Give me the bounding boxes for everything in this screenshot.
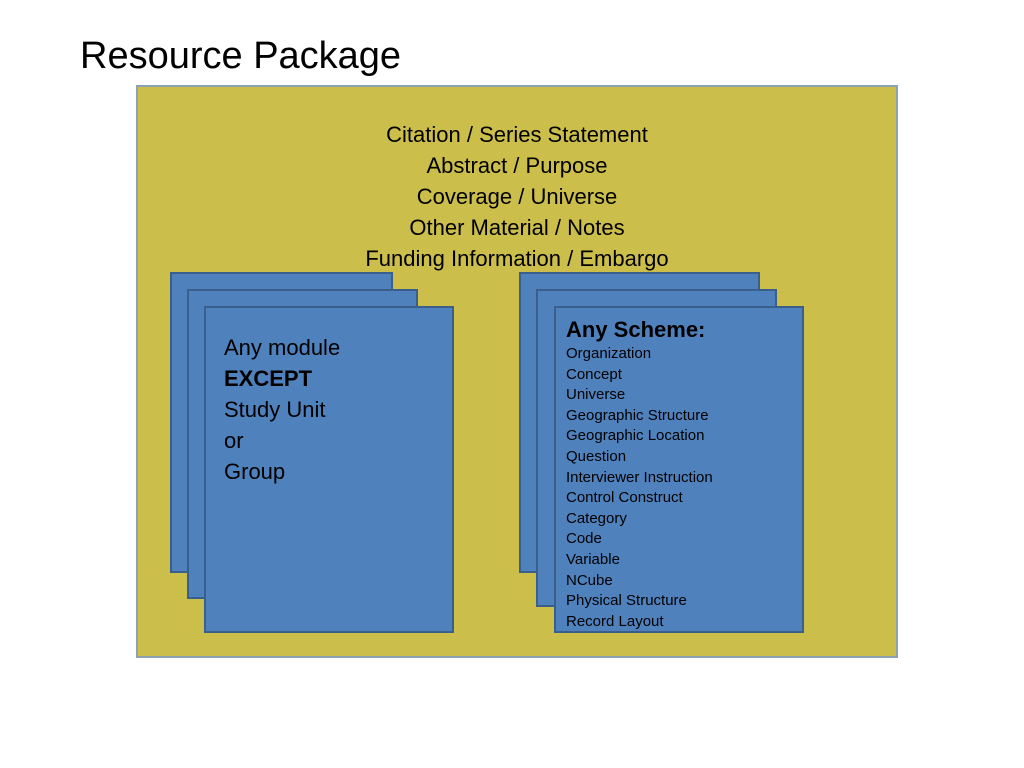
metadata-line: Coverage / Universe — [416, 184, 618, 209]
scheme-list: Organization Concept Universe Geographic… — [566, 344, 713, 632]
scheme-item: Geographic Location — [566, 427, 705, 445]
module-description: Any module EXCEPT Study Unit or Group — [224, 332, 340, 487]
module-page-front: Any module EXCEPT Study Unit or Group — [204, 306, 454, 633]
module-text-except: EXCEPT — [224, 366, 313, 391]
module-text-line: or — [224, 428, 244, 453]
metadata-line: Abstract / Purpose — [426, 153, 608, 178]
metadata-line: Funding Information / Embargo — [365, 246, 669, 271]
scheme-page-front: Any Scheme: Organization Concept Univers… — [554, 306, 804, 633]
scheme-item: Physical Structure — [566, 592, 687, 610]
scheme-item: Interviewer Instruction — [566, 468, 713, 486]
slide-title: Resource Package — [80, 35, 402, 77]
scheme-item: Control Construct — [566, 489, 683, 507]
metadata-line: Other Material / Notes — [409, 215, 625, 240]
scheme-item: NCube — [566, 571, 613, 589]
scheme-item: Record Layout — [566, 612, 664, 630]
scheme-item: Variable — [566, 550, 620, 568]
scheme-item: Category — [566, 509, 627, 527]
package-metadata-list: Citation / Series Statement Abstract / P… — [138, 119, 896, 274]
scheme-item: Code — [566, 530, 602, 548]
scheme-item: Concept — [566, 365, 622, 383]
scheme-item: Geographic Structure — [566, 406, 709, 424]
module-text-line: Group — [224, 459, 286, 484]
scheme-item: Question — [566, 447, 627, 465]
module-text-line: Any module — [224, 335, 341, 360]
scheme-item: Universe — [566, 386, 626, 404]
metadata-line: Citation / Series Statement — [386, 122, 648, 147]
scheme-item: Organization — [566, 345, 652, 362]
module-text-line: Study Unit — [224, 397, 326, 422]
scheme-heading: Any Scheme: — [566, 317, 706, 342]
